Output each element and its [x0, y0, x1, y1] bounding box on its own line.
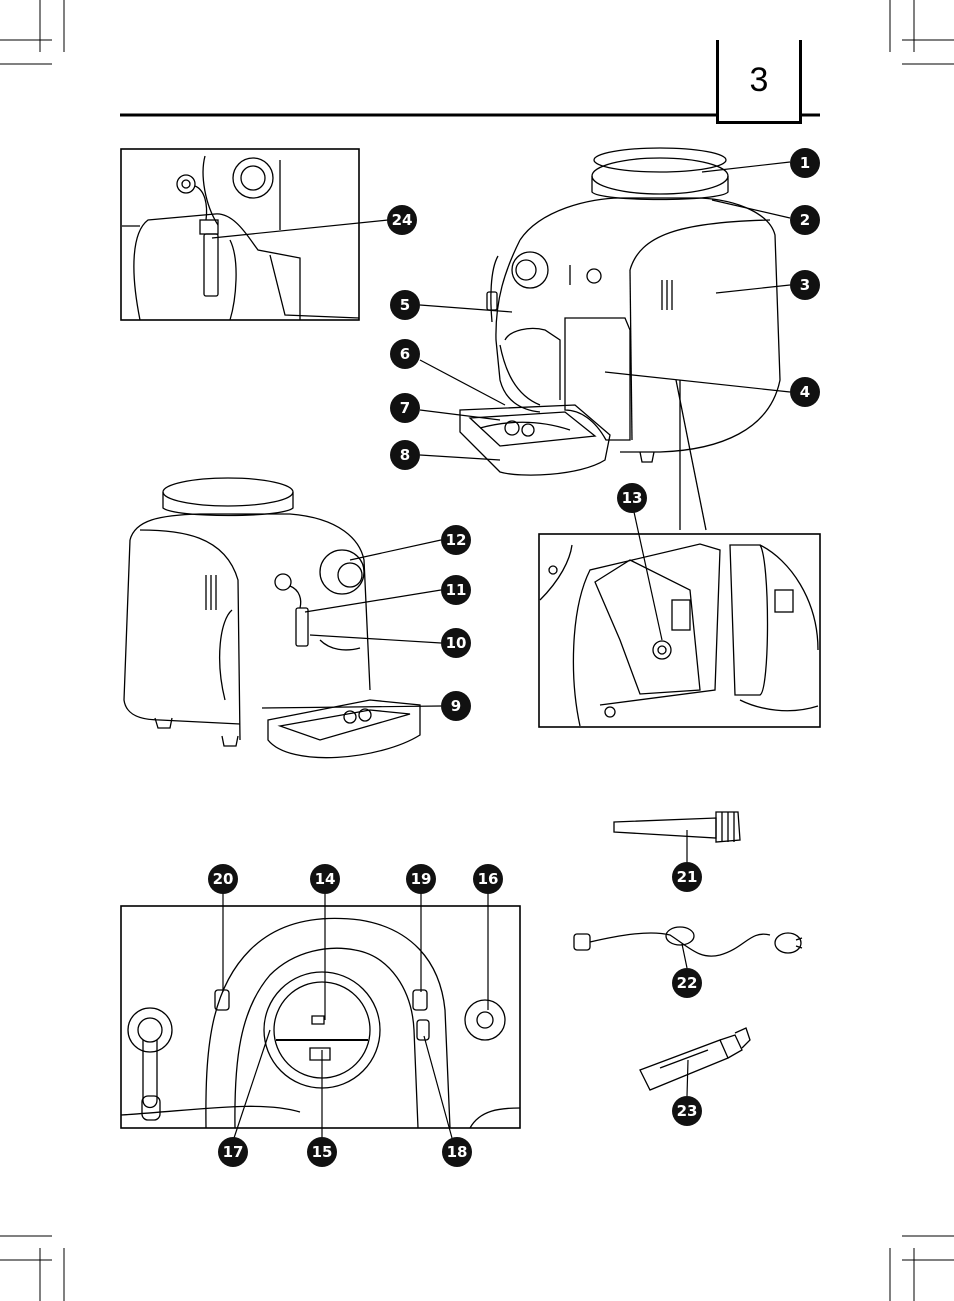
- callout-19: 19: [406, 864, 436, 894]
- callout-1: 1: [790, 148, 820, 178]
- callout-16: 16: [473, 864, 503, 894]
- callout-8: 8: [390, 440, 420, 470]
- callout-16-label: 16: [477, 870, 499, 888]
- callout-24: 24: [387, 205, 417, 235]
- callout-5-label: 5: [399, 296, 411, 314]
- callout-10: 10: [441, 628, 471, 658]
- callout-7: 7: [390, 393, 420, 423]
- callout-12-label: 12: [445, 531, 467, 549]
- callout-2: 2: [790, 205, 820, 235]
- callout-6: 6: [390, 339, 420, 369]
- callout-17-label: 17: [222, 1143, 244, 1161]
- callout-23: 23: [672, 1096, 702, 1126]
- accessory-grease-tube: [639, 1027, 751, 1091]
- callout-19-label: 19: [410, 870, 432, 888]
- callout-11: 11: [441, 575, 471, 605]
- callout-5: 5: [390, 290, 420, 320]
- brew-group-inset: [538, 533, 821, 728]
- callout-14: 14: [310, 864, 340, 894]
- callout-3: 3: [790, 270, 820, 300]
- machine-main-view: [459, 147, 781, 531]
- callout-7-label: 7: [399, 399, 411, 417]
- callout-20: 20: [208, 864, 238, 894]
- callout-15-label: 15: [311, 1143, 333, 1161]
- callout-12: 12: [441, 525, 471, 555]
- callout-24-label: 24: [391, 211, 413, 229]
- callout-18: 18: [442, 1137, 472, 1167]
- callout-8-label: 8: [399, 446, 411, 464]
- callout-13-label: 13: [621, 489, 643, 507]
- callout-14-label: 14: [314, 870, 336, 888]
- callout-13: 13: [617, 483, 647, 513]
- steam-wand-inset: [120, 148, 360, 321]
- callout-11-label: 11: [445, 581, 467, 599]
- callout-4-label: 4: [799, 383, 811, 401]
- callout-23-label: 23: [676, 1102, 698, 1120]
- leader-lines: [211, 161, 791, 1139]
- callout-1-label: 1: [799, 154, 811, 172]
- callout-6-label: 6: [399, 345, 411, 363]
- callout-15: 15: [307, 1137, 337, 1167]
- callout-21: 21: [672, 862, 702, 892]
- callout-4: 4: [790, 377, 820, 407]
- machine-left-view: [123, 477, 421, 759]
- accessory-scoop: [613, 811, 741, 843]
- accessory-power-cord: [573, 926, 803, 957]
- callout-17: 17: [218, 1137, 248, 1167]
- callout-18-label: 18: [446, 1143, 468, 1161]
- control-panel-inset: [120, 905, 521, 1129]
- callout-21-label: 21: [676, 868, 698, 886]
- callout-20-label: 20: [212, 870, 234, 888]
- callout-10-label: 10: [445, 634, 467, 652]
- callout-9: 9: [441, 691, 471, 721]
- page-number: 3: [716, 40, 802, 124]
- callout-2-label: 2: [799, 211, 811, 229]
- callout-22-label: 22: [676, 974, 698, 992]
- callout-9-label: 9: [450, 697, 462, 715]
- callout-3-label: 3: [799, 276, 811, 294]
- callout-22: 22: [672, 968, 702, 998]
- page-number-text: 3: [749, 61, 769, 99]
